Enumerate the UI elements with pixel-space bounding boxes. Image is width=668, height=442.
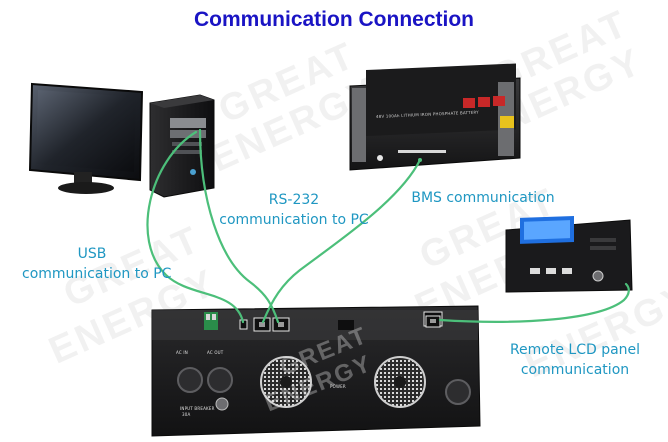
bms-label: BMS communication: [411, 190, 555, 206]
rj45-port-icon: [272, 317, 290, 332]
inverter-breaker-label: INPUT BREAKER: [180, 406, 215, 411]
inverter-rating-label: 30A: [182, 412, 190, 417]
usb-cable: [146, 130, 245, 324]
cooling-fan-icon: [260, 356, 312, 408]
battery-module-icon: [349, 63, 521, 171]
cables: [146, 128, 630, 324]
rj45-port-icon: [253, 317, 271, 332]
rs232-cable: [198, 128, 280, 324]
inverter-ac-in-label: AC IN: [176, 350, 188, 355]
lcd-cable: [438, 282, 630, 323]
rs232-label-line2: communication to PC: [219, 212, 369, 228]
page-title: Communication Connection: [194, 8, 474, 31]
usb-label-line1: USB: [77, 246, 107, 262]
lcd-label-line2: communication: [520, 362, 630, 378]
bms-cable: [261, 158, 422, 324]
rs232-label-line1: RS-232: [268, 192, 320, 208]
rj45-port-icon: [425, 315, 441, 328]
battery-face-text: 48V 100Ah LITHIUM IRON PHOSPHATE BATTERY: [376, 109, 479, 119]
pc-tower-icon: [149, 94, 215, 198]
cooling-fan-icon: [374, 356, 426, 408]
inverter-ac-out-label: AC OUT: [207, 350, 224, 355]
pc-monitor-icon: [28, 82, 144, 194]
lcd-panel-icon: [505, 215, 633, 293]
lcd-label-line1: Remote LCD panel: [509, 342, 641, 358]
inverter-power-label: POWER: [330, 384, 346, 389]
lcd-label: Remote LCD panel communication: [500, 340, 650, 380]
usb-label: USB communication to PC: [22, 244, 172, 284]
rs232-label: RS-232 communication to PC: [214, 190, 374, 230]
usb-label-line2: communication to PC: [22, 266, 172, 282]
